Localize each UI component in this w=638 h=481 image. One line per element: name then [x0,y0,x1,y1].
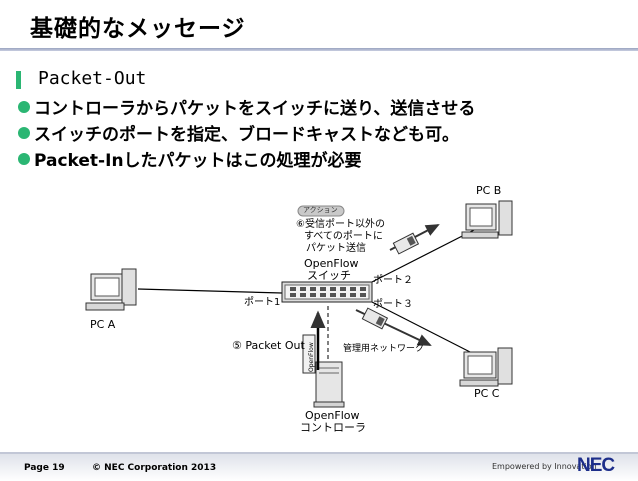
action-line-1: ⑥受信ポート以外の [296,219,385,230]
footer-bar [0,452,638,481]
openflow-packet-icon [302,334,316,374]
port1-label: ポート1 [244,297,281,308]
bullet-text: コントローラからパケットをスイッチに送り、送信させる [34,99,476,119]
controller-label-2: コントローラ [300,421,366,434]
openflow-switch-icon [281,281,373,303]
action-line-3: パケット送信 [306,243,366,254]
bullet-text: スイッチのポートを指定、ブロードキャストなども可。 [34,125,459,145]
slide-title: 基礎的なメッセージ [30,16,246,42]
pc-b-icon [461,200,513,239]
page-number: Page 19 [24,463,65,473]
packet-out-label: ⑤ Packet Out [232,339,305,352]
action-tag: アクション [303,206,338,214]
packet-icon-b [392,232,420,255]
bullet-item: スイッチのポートを指定、ブロードキャストなども可。 [18,120,459,145]
packet-icon-c [361,307,389,330]
tagline: Empowered by Innovation [492,462,597,471]
controller-label-1: OpenFlow [305,409,360,422]
link-pc-a [137,288,283,294]
pc-a-icon [85,268,137,311]
pc-b-label: PC B [476,184,502,197]
section-heading: Packet-Out [38,68,147,89]
action-tag-shape [297,205,345,217]
bullet-dot-icon [18,100,30,113]
bullet-dot-icon [18,152,30,165]
bullet-dot-icon [18,126,30,139]
pc-a-label: PC A [90,318,116,331]
nec-logo: NEC [577,455,615,476]
action-line-2: すべてのポートに [304,231,383,242]
port3-label: ポート３ [373,299,413,310]
title-divider [0,48,638,51]
bullet-item: コントローラからパケットをスイッチに送り、送信させる [18,94,475,119]
switch-label-1: OpenFlow [304,257,359,270]
mgmt-network-label: 管理用ネットワーク [343,344,425,354]
pc-c-label: PC C [474,387,500,400]
openflow-controller-icon [313,361,345,408]
pc-c-icon [459,347,513,387]
port2-label: ポート２ [373,275,413,286]
bullet-text: Packet-Inしたパケットはこの処理が必要 [34,151,362,171]
heading-marker [16,71,21,89]
link-pc-b [367,227,479,285]
bullet-item: Packet-Inしたパケットはこの処理が必要 [18,146,362,171]
packet-tag-label: OpenFlow [308,342,315,372]
copyright: © NEC Corporation 2013 [92,463,217,473]
link-pc-c [367,299,475,355]
switch-label-2: スイッチ [307,269,351,282]
